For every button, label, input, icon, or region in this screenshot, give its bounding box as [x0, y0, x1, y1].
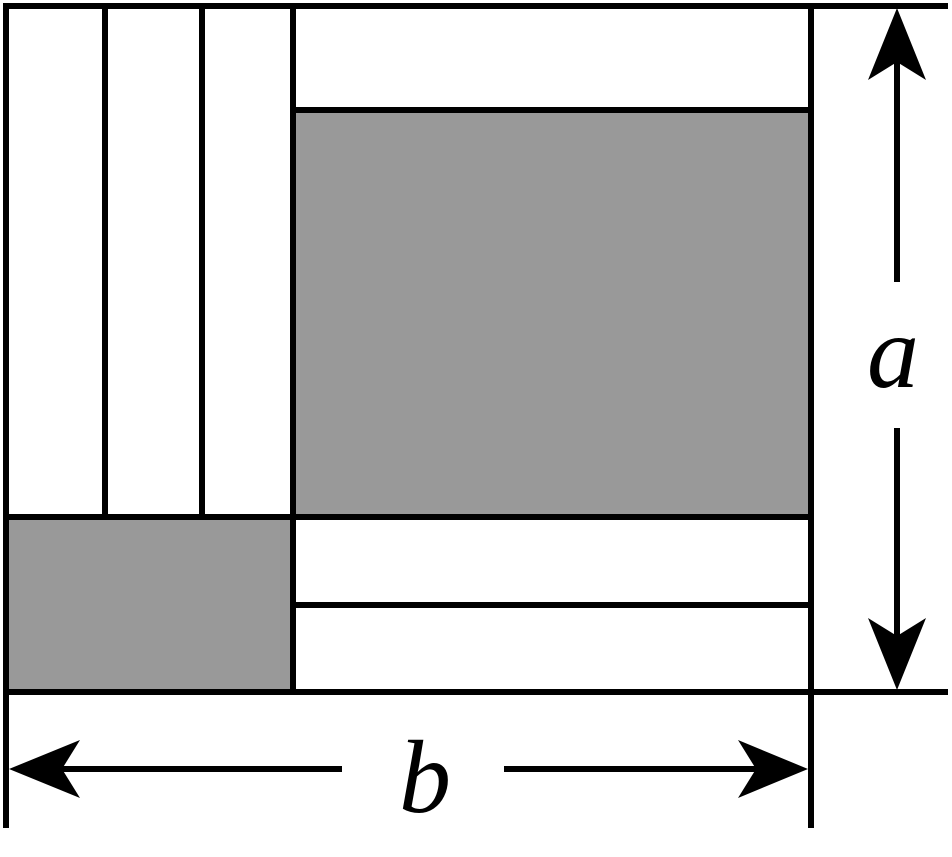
width-arrow-left-head [9, 740, 80, 798]
width-label: b [399, 720, 451, 835]
width-arrow-right-head [738, 740, 808, 798]
height-dimension: a [867, 8, 926, 690]
height-arrow-up-head [868, 8, 926, 80]
height-arrow-down-head [868, 618, 926, 690]
small-shaded-square [6, 517, 293, 692]
large-shaded-square [293, 110, 811, 517]
height-label: a [867, 295, 919, 410]
width-dimension: b [9, 720, 808, 835]
